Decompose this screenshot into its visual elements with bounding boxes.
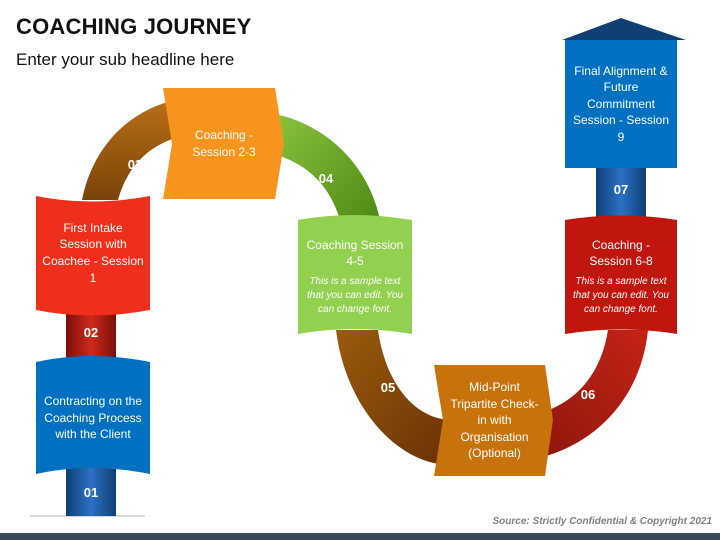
box-shape-05 bbox=[434, 365, 553, 476]
step-box-02: First Intake Session with Coachee - Sess… bbox=[36, 200, 150, 306]
step-label-03: Coaching - Session 2-3 bbox=[192, 127, 256, 159]
page-title: COACHING JOURNEY bbox=[16, 14, 252, 39]
connector-01 bbox=[66, 466, 116, 516]
arc-05 bbox=[336, 330, 450, 465]
step-number-03: 03 bbox=[127, 157, 143, 172]
box-shape-02 bbox=[36, 196, 150, 316]
arc-04 bbox=[265, 112, 380, 220]
step-label-04: Coaching Session 4-5 bbox=[306, 237, 404, 269]
box-shape-04 bbox=[298, 215, 412, 334]
box-shape-01 bbox=[36, 356, 150, 474]
up-arrow-head bbox=[562, 18, 686, 40]
arc-06 bbox=[520, 330, 648, 462]
step-number-07: 07 bbox=[613, 182, 629, 197]
step-box-01: Contracting on the Coaching Process with… bbox=[36, 364, 150, 472]
step-number-04: 04 bbox=[318, 171, 334, 186]
box-shape-06 bbox=[565, 215, 677, 334]
box-shape-03 bbox=[163, 88, 284, 199]
step-label-07: Final Alignment & Future Commitment Sess… bbox=[572, 63, 670, 144]
step-box-03: Coaching - Session 2-3 bbox=[172, 88, 276, 199]
step-box-07: Final Alignment & Future Commitment Sess… bbox=[565, 42, 677, 166]
step-label-06: Coaching - Session 6-8 bbox=[589, 237, 653, 269]
source-note: Source: Strictly Confidential & Copyrigh… bbox=[492, 516, 712, 527]
step-box-04: Coaching Session 4-5 This is a sample te… bbox=[298, 224, 412, 330]
arc-03 bbox=[82, 100, 175, 200]
step-description-04: This is a sample text that you can edit.… bbox=[306, 275, 403, 316]
step-label-01: Contracting on the Coaching Process with… bbox=[43, 394, 143, 442]
page-subtitle: Enter your sub headline here bbox=[16, 50, 235, 69]
step-number-06: 06 bbox=[580, 387, 596, 402]
connector-07 bbox=[596, 168, 646, 220]
step-box-06: Coaching - Session 6-8 This is a sample … bbox=[565, 224, 677, 330]
step-label-05: Mid-Point Tripartite Check-in with Organ… bbox=[450, 380, 539, 461]
step-number-01: 01 bbox=[83, 485, 99, 500]
box-shape-07 bbox=[565, 40, 677, 168]
step-number-02: 02 bbox=[83, 325, 99, 340]
step-number-05: 05 bbox=[380, 380, 396, 395]
bottom-bar bbox=[0, 533, 720, 540]
step-box-05: Mid-Point Tripartite Check-in with Organ… bbox=[443, 365, 546, 476]
step-label-02: First Intake Session with Coachee - Sess… bbox=[42, 220, 144, 285]
step-description-06: This is a sample text that you can edit.… bbox=[572, 275, 669, 316]
